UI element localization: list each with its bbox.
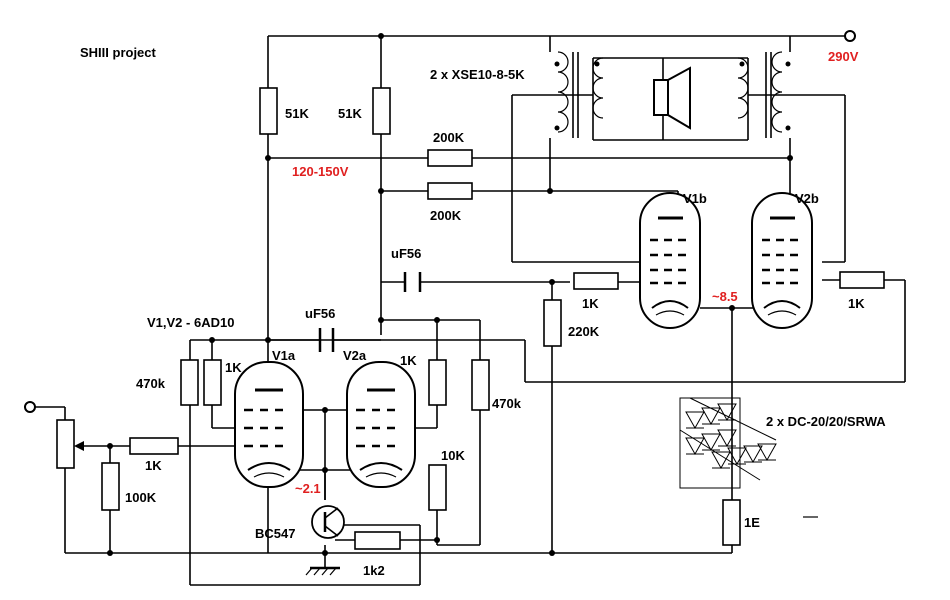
tube-label-v1b: V1b — [683, 191, 707, 206]
resistor-1k-input — [129, 437, 179, 455]
input-terminal — [24, 401, 36, 413]
svg-text:200K: 200K — [430, 208, 462, 223]
resistor-1k-left — [203, 359, 222, 406]
tube-label-v2b: V2b — [795, 191, 819, 206]
bias-v1: ~2.1 — [295, 481, 321, 496]
svg-text:200K: 200K — [433, 130, 465, 145]
mid-voltage: 120-150V — [292, 164, 349, 179]
svg-text:51K: 51K — [338, 106, 362, 121]
svg-text:1K: 1K — [225, 360, 242, 375]
diodes-note: 2 x DC-20/20/SRWA — [766, 414, 886, 429]
junction-dots — [107, 33, 793, 556]
resistor-220k — [543, 299, 562, 347]
tube-v2b — [751, 192, 813, 329]
pot-wiper-arrow — [74, 441, 84, 451]
resistor-51k-left — [259, 87, 278, 135]
svg-text:1K: 1K — [848, 296, 865, 311]
resistor-200k-top — [427, 149, 473, 167]
svg-text:BC547: BC547 — [255, 526, 295, 541]
resistor-1e — [722, 499, 741, 546]
tube-v2a — [346, 361, 416, 488]
svg-text:1k2: 1k2 — [363, 563, 385, 578]
resistor-10k — [428, 464, 447, 511]
resistor-1k-grid-v2b — [839, 271, 885, 289]
tube-v1a — [234, 361, 304, 488]
diagram-title: SHIII project — [80, 45, 157, 60]
svg-text:51K: 51K — [285, 106, 309, 121]
transistor-bc547 — [311, 505, 345, 539]
diode-array — [679, 397, 818, 518]
labels: SHIII project 290V 2 x XSE10-8-5K 51K 51… — [80, 45, 886, 578]
svg-text:uF56: uF56 — [305, 306, 335, 321]
svg-text:470k: 470k — [136, 376, 166, 391]
svg-text:100K: 100K — [125, 490, 157, 505]
resistor-470k-left — [180, 359, 199, 406]
supply-terminal — [844, 30, 856, 42]
supply-voltage: 290V — [828, 49, 859, 64]
ground-icon — [305, 566, 340, 576]
svg-text:470k: 470k — [492, 396, 522, 411]
resistors — [56, 87, 885, 550]
svg-text:1K: 1K — [145, 458, 162, 473]
svg-text:1K: 1K — [582, 296, 599, 311]
tube-label-v1a: V1a — [272, 348, 296, 363]
resistor-1k2 — [354, 531, 401, 550]
resistor-200k-bottom — [427, 182, 473, 200]
tube-label-v2a: V2a — [343, 348, 367, 363]
resistor-1k-grid-v1b — [573, 272, 619, 290]
transformer-label: 2 x XSE10-8-5K — [430, 67, 525, 82]
resistor-470k-right — [471, 359, 490, 411]
potentiometer — [56, 419, 75, 469]
resistor-1k-right — [428, 359, 447, 406]
svg-text:1E: 1E — [744, 515, 760, 530]
svg-text:1K: 1K — [400, 353, 417, 368]
svg-text:10K: 10K — [441, 448, 465, 463]
svg-text:uF56: uF56 — [391, 246, 421, 261]
tubes-note: V1,V2 - 6AD10 — [147, 315, 234, 330]
capacitors — [318, 272, 422, 352]
resistor-51k-right — [372, 87, 391, 135]
svg-text:220K: 220K — [568, 324, 600, 339]
tube-v1b — [639, 192, 701, 329]
output-transformers — [554, 51, 791, 141]
bias-v2: ~8.5 — [712, 289, 738, 304]
resistor-100k — [101, 462, 120, 511]
speaker-icon — [653, 66, 691, 130]
